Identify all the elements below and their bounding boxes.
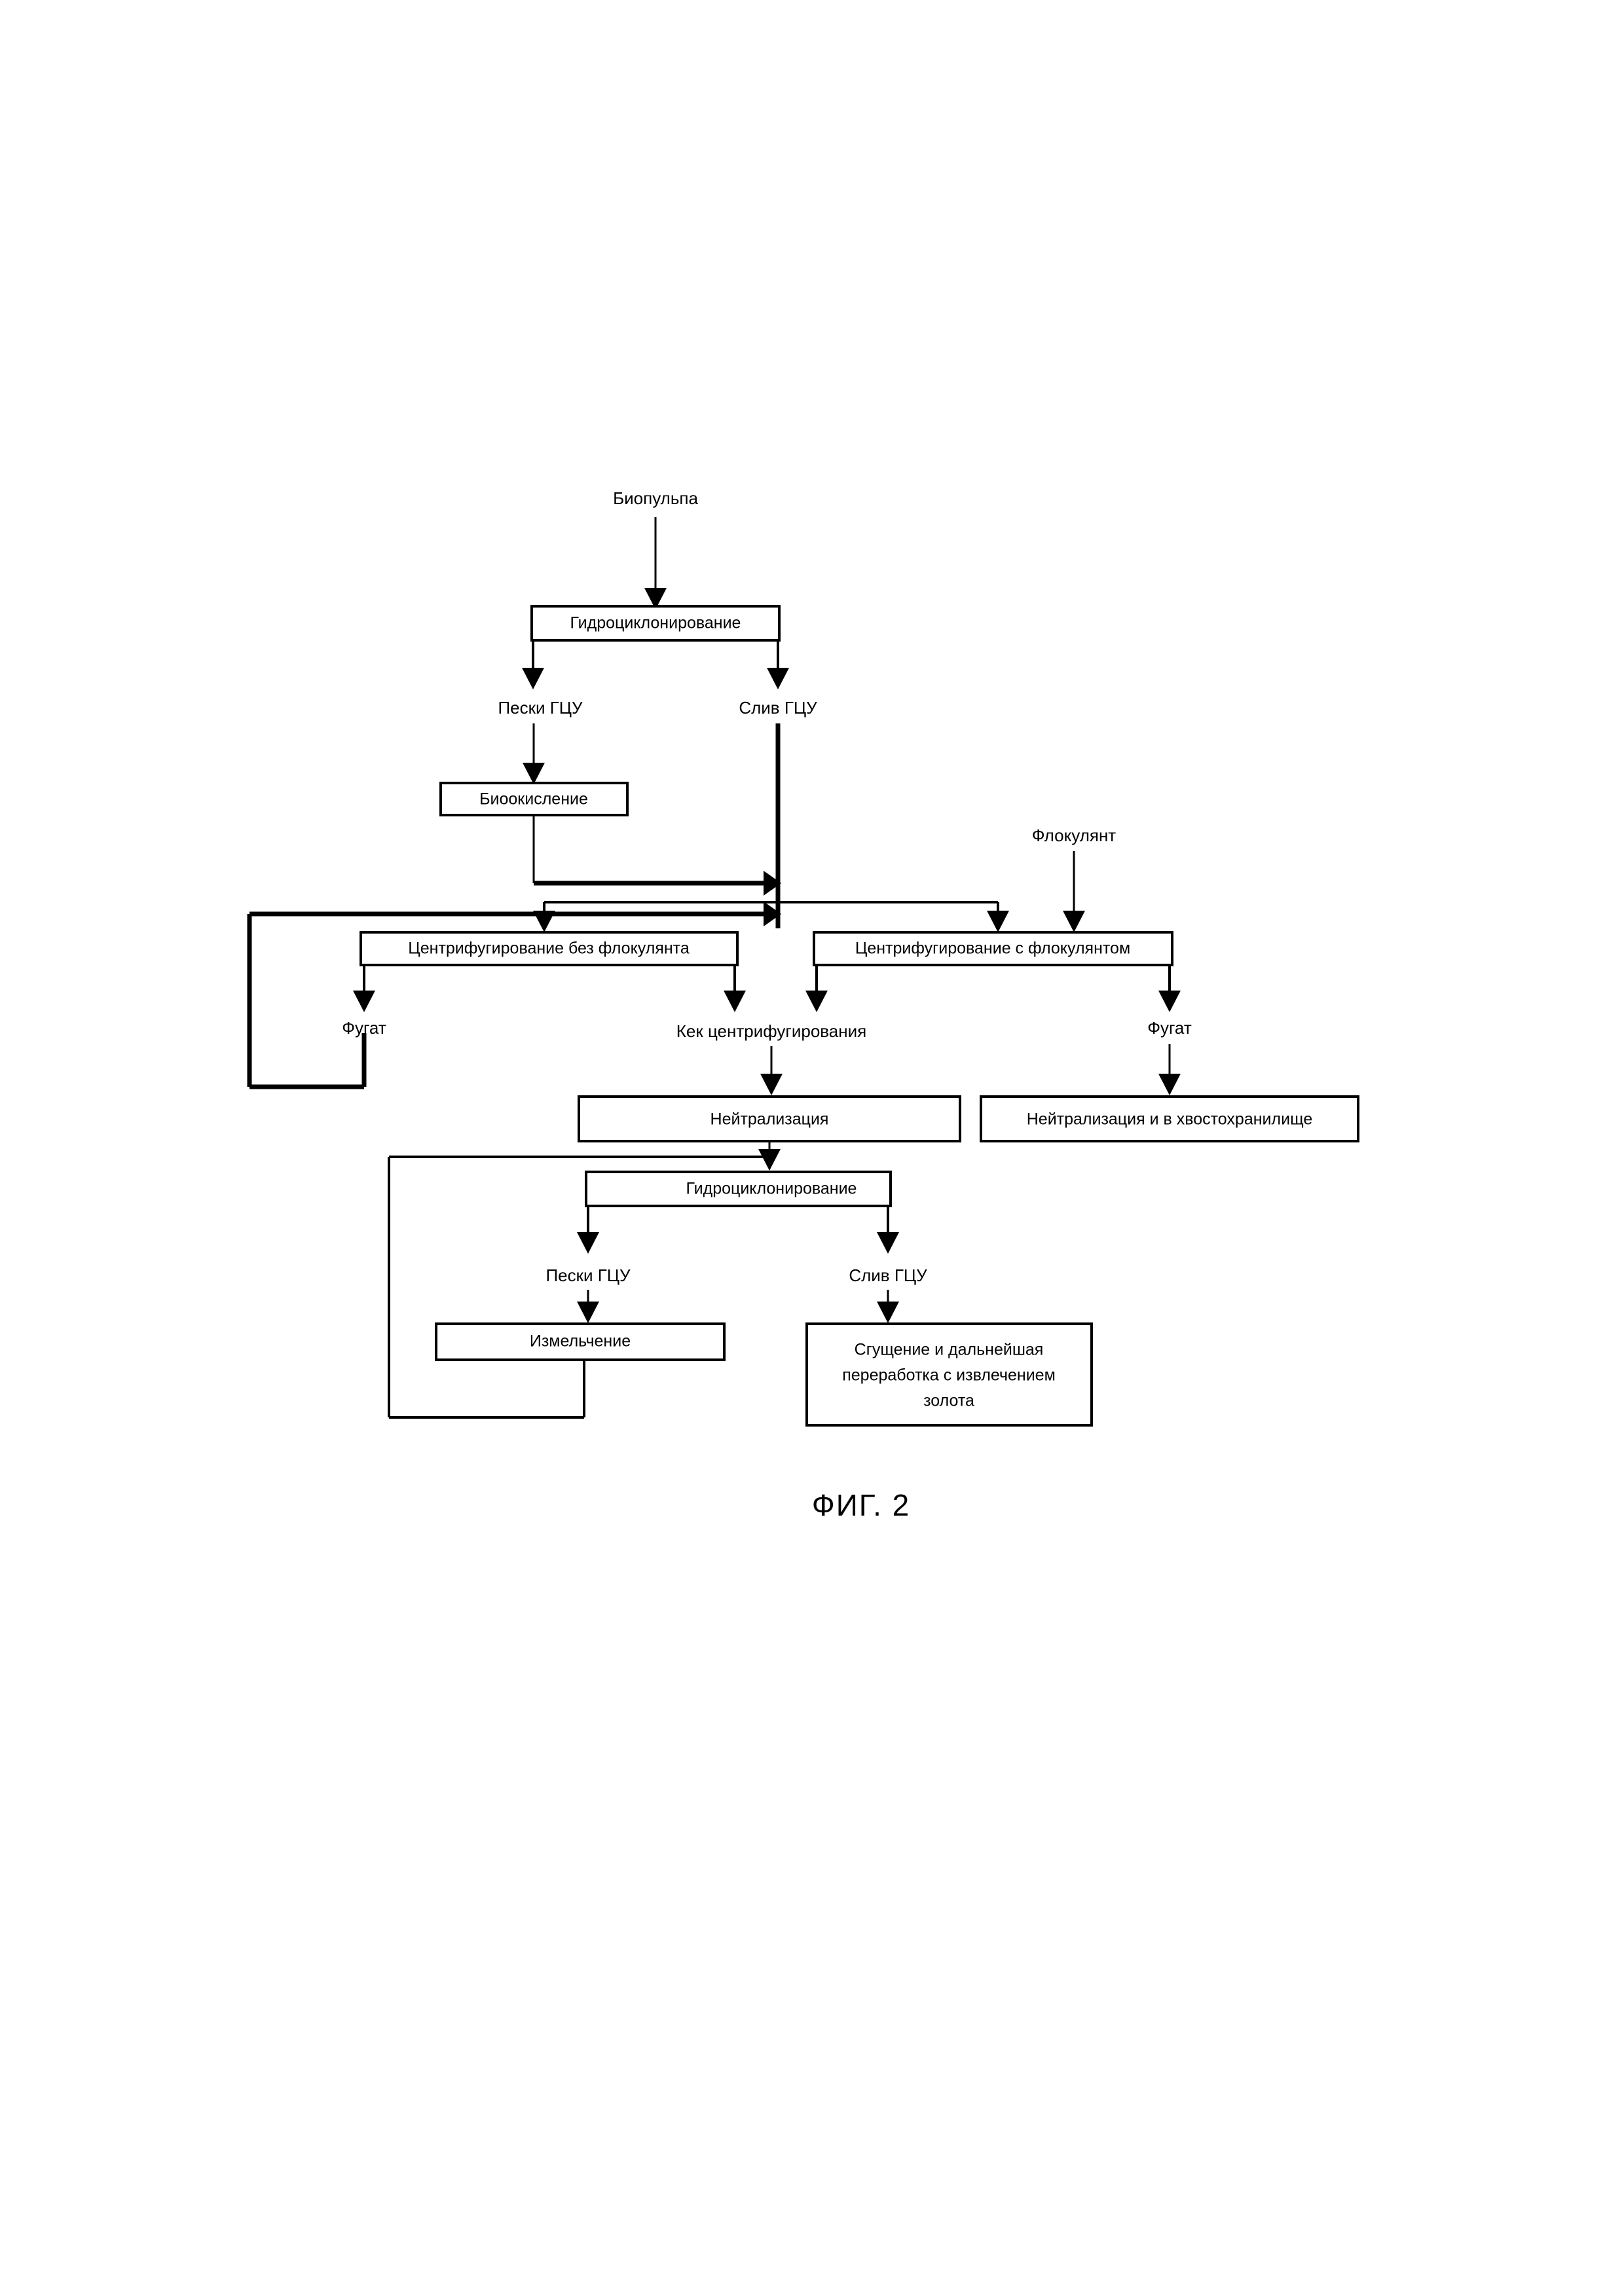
edge-hydrocycloning1-to-overflow-top <box>767 639 789 689</box>
edge-centrate-left-recycle-to-trunk <box>247 902 781 1089</box>
edge-label-sands-bottom: Пески ГЦУ <box>545 1266 631 1285</box>
figure-caption: ФИГ. 2 <box>812 1488 910 1522</box>
node-thickening-gold <box>805 1322 1093 1427</box>
edge-centrifugation-no-flocculant-to-cake <box>724 964 746 1012</box>
node-hydrocycloning-1 <box>530 605 781 642</box>
edge-neutralization-to-hydrocycloning2 <box>758 1141 781 1171</box>
edge-label-biopulp: Биопульпа <box>613 488 698 508</box>
edge-label-flocculant: Флокулянт <box>1032 826 1116 845</box>
edge-grinding-recycle-to-hydrocycloning2 <box>388 1156 769 1419</box>
node-label-thickening-gold-line1: Сгущение и дальнейшая <box>855 1341 1044 1359</box>
edge-centrifugation-with-flocculant-to-cake <box>805 964 828 1012</box>
edge-hydrocycloning2-to-overflow-bottom <box>877 1205 899 1254</box>
edge-biopulp-to-hydrocycloning1 <box>644 517 667 610</box>
edge-flocculant-to-centrifugation-with <box>1063 851 1085 932</box>
edge-trunk-split-to-centrifugations <box>533 901 1009 932</box>
node-neutralization-tailings <box>980 1095 1359 1142</box>
node-label-centrifugation-no-flocculant: Центрифугирование без флокулянта <box>408 939 690 958</box>
node-centrifugation-no-flocculant <box>360 931 739 966</box>
edge-label-centrate-left: Фугат <box>342 1018 386 1038</box>
node-label-centrifugation-with-flocculant: Центрифугирование с флокулянтом <box>855 939 1130 958</box>
node-label-hydrocycloning-2: Гидроциклонирование <box>686 1180 857 1198</box>
node-label-thickening-gold-line2: переработка с извлечением <box>842 1366 1056 1385</box>
edge-cake-to-neutralization <box>760 1046 783 1095</box>
node-neutralization <box>578 1095 961 1142</box>
edge-centrate-right-to-tailings <box>1158 1044 1181 1095</box>
node-biooxidation <box>439 782 629 816</box>
edge-label-sands-top: Пески ГЦУ <box>498 698 583 718</box>
edge-label-overflow-top: Слив ГЦУ <box>739 698 817 718</box>
node-label-grinding: Измельчение <box>530 1332 631 1351</box>
edge-hydrocycloning1-to-sands-top <box>522 639 544 689</box>
node-label-hydrocycloning-1: Гидроциклонирование <box>570 614 741 632</box>
edge-sands-bottom-to-grinding <box>577 1290 599 1323</box>
edge-label-overflow-bottom: Слив ГЦУ <box>849 1266 927 1285</box>
node-centrifugation-with-flocculant <box>813 931 1173 966</box>
edge-centrifugation-no-flocculant-to-centrate-left <box>353 964 375 1012</box>
edge-label-centrifuge-cake: Кек центрифугирования <box>676 1021 866 1041</box>
node-label-biooxidation: Биоокисление <box>479 790 588 809</box>
edge-centrifugation-with-flocculant-to-centrate-right <box>1158 964 1181 1012</box>
edge-biooxidation-to-trunk <box>532 815 781 896</box>
edge-overflow-bottom-to-thickening <box>877 1290 899 1323</box>
node-label-thickening-gold-line3: золота <box>923 1392 974 1410</box>
node-label-neutralization: Нейтрализация <box>710 1110 829 1129</box>
node-label-neutralization-tailings: Нейтрализация и в хвостохранилище <box>1027 1110 1313 1129</box>
edge-label-centrate-right: Фугат <box>1147 1018 1192 1038</box>
edge-sands-top-to-biooxidation <box>523 723 545 784</box>
node-hydrocycloning-2 <box>585 1171 892 1207</box>
node-grinding <box>435 1322 726 1361</box>
edge-hydrocycloning2-to-sands-bottom <box>577 1205 599 1254</box>
